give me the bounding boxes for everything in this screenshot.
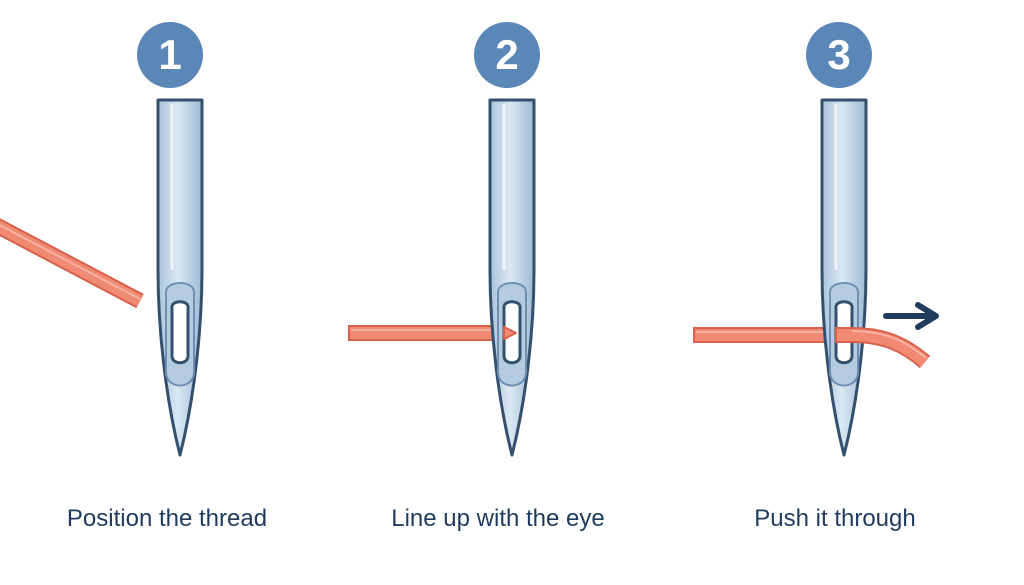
step-1-badge: 1 xyxy=(137,22,203,88)
step-3-badge: 3 xyxy=(806,22,872,88)
step-2-badge: 2 xyxy=(474,22,540,88)
thread-icon xyxy=(0,218,144,309)
needle-icon xyxy=(488,98,536,457)
step-3-caption: Push it through xyxy=(754,505,916,532)
step-3-illustration xyxy=(693,98,939,457)
step-1-illustration xyxy=(0,98,204,457)
step-2-caption: Line up with the eye xyxy=(391,505,605,532)
arrow-right-icon xyxy=(883,302,939,330)
needle-icon xyxy=(156,98,204,457)
step-2-illustration xyxy=(348,98,536,457)
thread-icon xyxy=(693,327,841,343)
thread-icon xyxy=(835,327,931,369)
step-1-caption: Position the thread xyxy=(66,505,268,532)
needle-icon xyxy=(820,98,868,457)
